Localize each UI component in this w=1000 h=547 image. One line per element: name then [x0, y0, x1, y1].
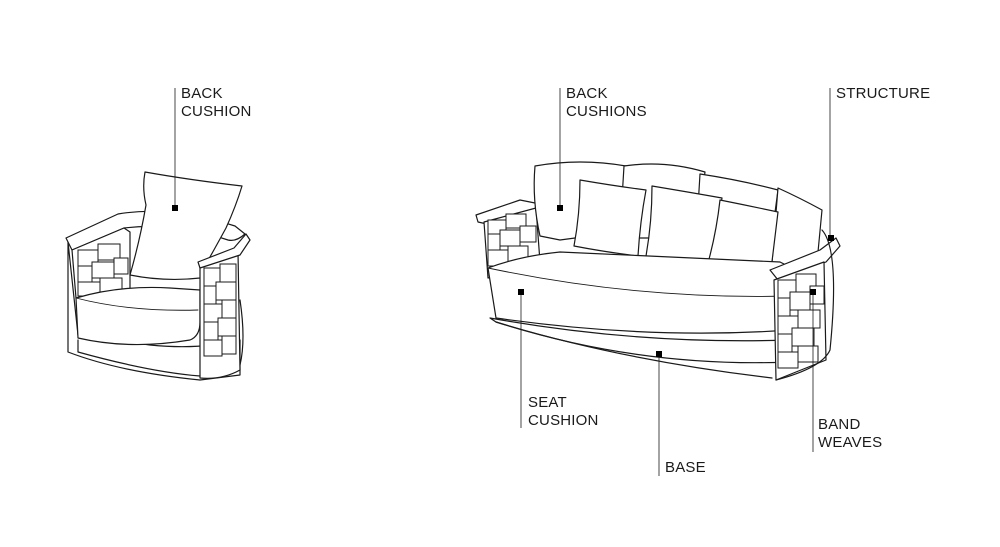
label-line: WEAVES: [818, 434, 883, 451]
sofa: [475, 161, 841, 381]
marker-band-weaves: [810, 289, 816, 295]
label-line: BASE: [665, 459, 706, 476]
label-line: BACK: [566, 85, 608, 102]
label-armchair-back-cushion: BACK CUSHION: [181, 85, 252, 121]
label-base: BASE: [665, 459, 706, 477]
sofa-pillow-1: [573, 179, 647, 257]
marker-armchair-back-cushion: [172, 205, 178, 211]
sofa-structure-curve: [775, 229, 835, 381]
label-line: BAND: [818, 416, 861, 433]
armchair-left-weaves: [71, 227, 131, 301]
label-line: STRUCTURE: [836, 85, 931, 102]
label-line: CUSHIONS: [566, 103, 647, 120]
marker-base: [656, 351, 662, 357]
marker-seat-cushion: [518, 289, 524, 295]
callouts: [172, 88, 834, 476]
label-line: CUSHION: [181, 103, 252, 120]
label-seat-cushion: SEAT CUSHION: [528, 394, 599, 430]
label-band-weaves: BAND WEAVES: [818, 416, 882, 452]
armchair-right-weaves: [203, 263, 237, 357]
label-line: CUSHION: [528, 412, 599, 429]
armchair-seat-cushion: [75, 286, 201, 346]
label-structure: STRUCTURE: [836, 85, 930, 103]
sofa-seat-cushion: [487, 251, 801, 334]
marker-sofa-back-cushions: [557, 205, 563, 211]
armchair: [65, 171, 251, 381]
marker-structure: [828, 235, 834, 241]
label-line: BACK: [181, 85, 223, 102]
label-line: SEAT: [528, 394, 567, 411]
label-sofa-back-cushions: BACK CUSHIONS: [566, 85, 647, 121]
